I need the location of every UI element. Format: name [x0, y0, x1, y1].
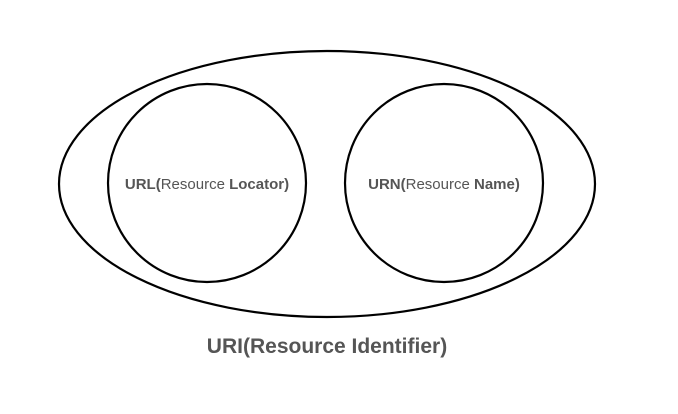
uri-close-paren: ): [440, 335, 447, 358]
urn-close-paren: ): [515, 176, 520, 193]
url-label: URL(Resource Locator): [125, 176, 289, 193]
url-resource-word: Resource: [161, 176, 229, 193]
urn-prefix: URN: [368, 176, 401, 193]
urn-name-word: Name: [474, 176, 515, 193]
url-prefix: URL: [125, 176, 156, 193]
url-close-paren: ): [284, 176, 289, 193]
uri-resource-identifier-word: Resource Identifier: [250, 335, 440, 358]
urn-label: URN(Resource Name): [368, 176, 520, 193]
uri-open-paren: (: [243, 335, 250, 358]
url-circle: [106, 82, 308, 284]
urn-open-paren: (: [401, 176, 406, 193]
uri-label: URI(Resource Identifier): [207, 335, 447, 358]
url-open-paren: (: [156, 176, 161, 193]
urn-resource-word: Resource: [406, 176, 474, 193]
url-locator-word: Locator: [229, 176, 284, 193]
uri-ellipse: [57, 49, 597, 319]
uri-prefix: URI: [207, 335, 243, 358]
urn-circle: [343, 82, 545, 284]
